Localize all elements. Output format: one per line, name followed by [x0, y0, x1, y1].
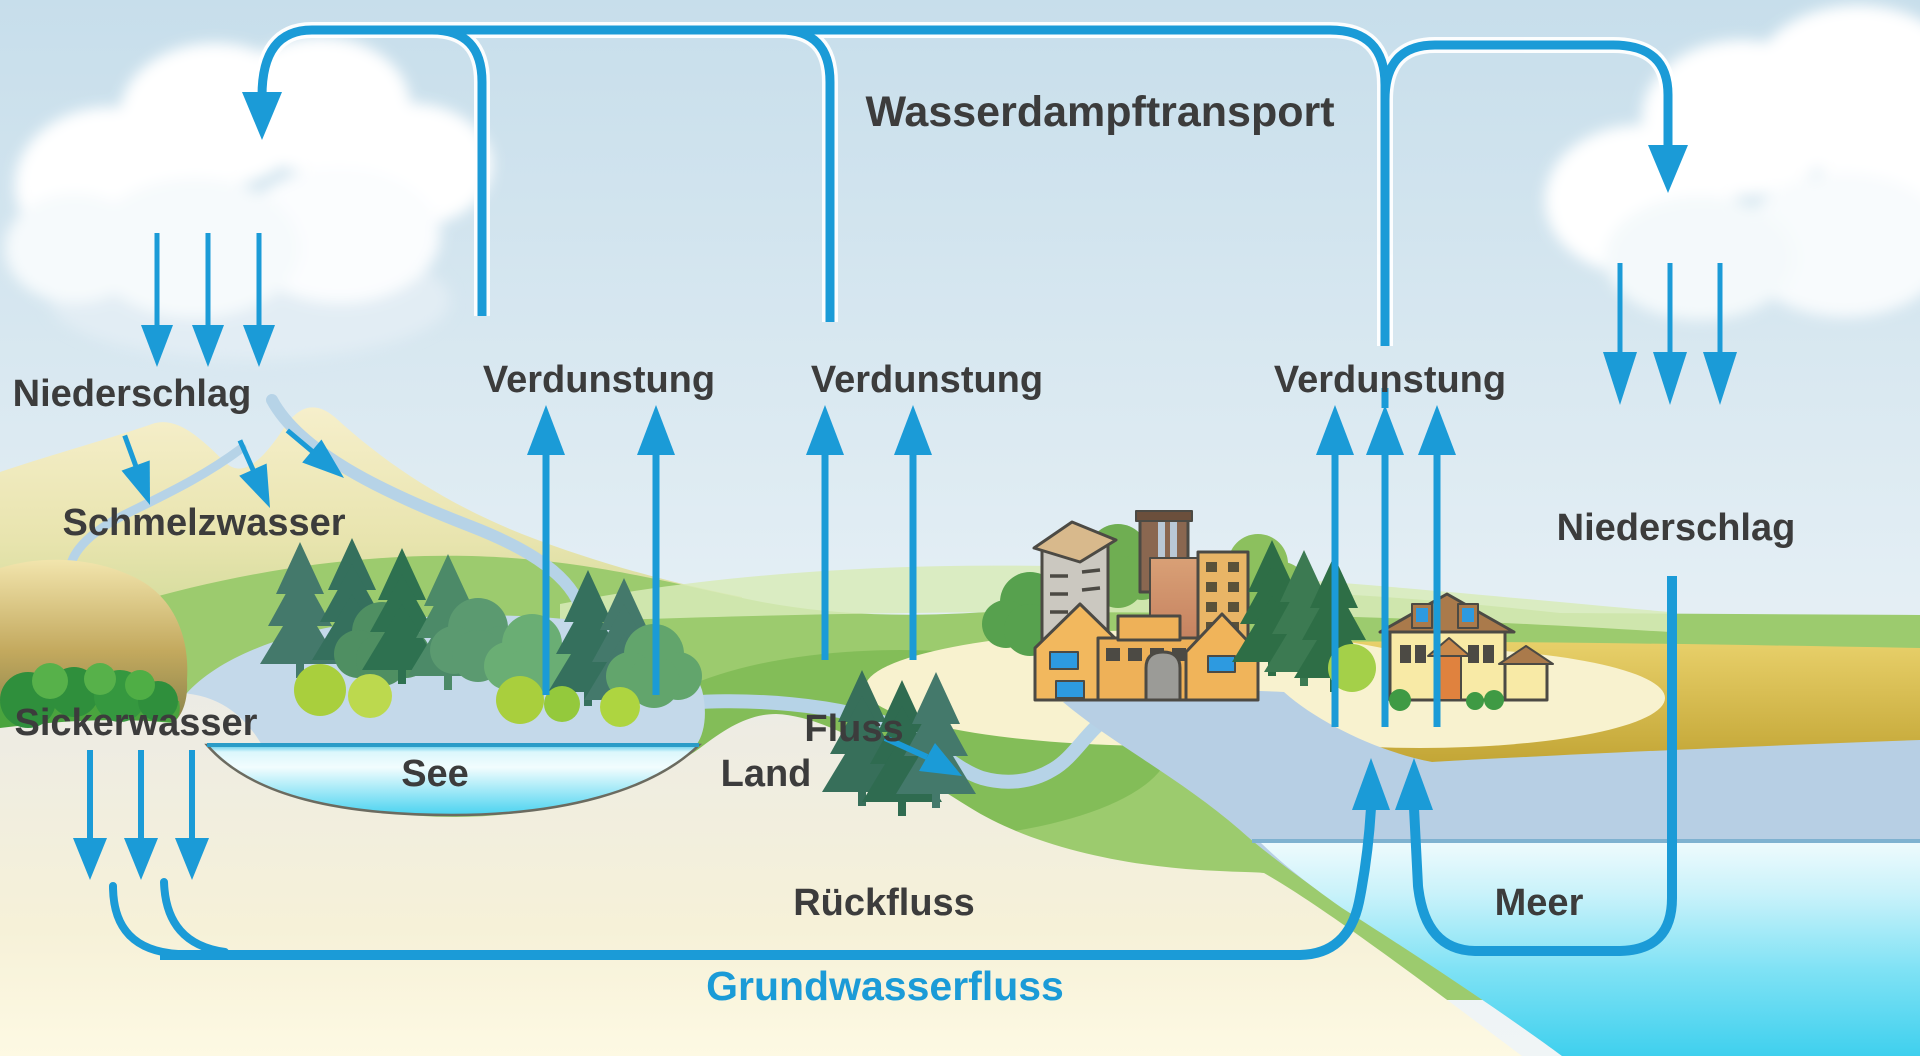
garage	[1503, 660, 1549, 702]
cloud-left	[5, 37, 492, 360]
arch-door	[1144, 650, 1182, 702]
label-land: Land	[721, 753, 812, 795]
precipitation-arrows-left	[141, 233, 275, 367]
label-verdunstung-2: Verdunstung	[811, 359, 1043, 401]
evaporation-arrows-lake	[527, 405, 675, 695]
label-wasserdampftransport: Wasserdampftransport	[865, 88, 1334, 136]
lake-bowl	[204, 743, 703, 817]
label-sickerwasser: Sickerwasser	[15, 702, 258, 744]
label-verdunstung-1: Verdunstung	[483, 359, 715, 401]
river-flow-arrow	[883, 735, 962, 776]
groundwater-flow-line	[160, 758, 1390, 960]
label-rueckfluss: Rückfluss	[793, 882, 975, 924]
vapor-transport-lines	[257, 25, 1673, 408]
right-branch-line	[1380, 40, 1673, 148]
left-hill	[0, 559, 188, 728]
forest-left	[260, 538, 702, 727]
label-grundwasserfluss: Grundwasserfluss	[706, 963, 1064, 1009]
underground	[0, 693, 1522, 1056]
label-fluss: Fluss	[804, 708, 903, 750]
transport-arrowhead-right	[1648, 145, 1688, 193]
label-schmelzwasser: Schmelzwasser	[62, 502, 345, 544]
label-niederschlag-left: Niederschlag	[13, 373, 252, 415]
sea-return-line	[1395, 576, 1677, 956]
label-meer: Meer	[1495, 882, 1584, 924]
seepage-arrows	[73, 750, 209, 880]
label-verdunstung-3: Verdunstung	[1274, 359, 1506, 401]
transport-arrowhead-left	[242, 92, 282, 140]
cloud-right	[1545, 5, 1920, 320]
label-see: See	[401, 753, 469, 795]
evaporation-arrows-sea	[1316, 405, 1456, 727]
precipitation-arrows-right	[1603, 263, 1737, 405]
label-niederschlag-right: Niederschlag	[1557, 507, 1796, 549]
town	[982, 510, 1554, 711]
evaporation-arrows-land	[806, 405, 932, 660]
main-transport-line	[257, 25, 1390, 346]
